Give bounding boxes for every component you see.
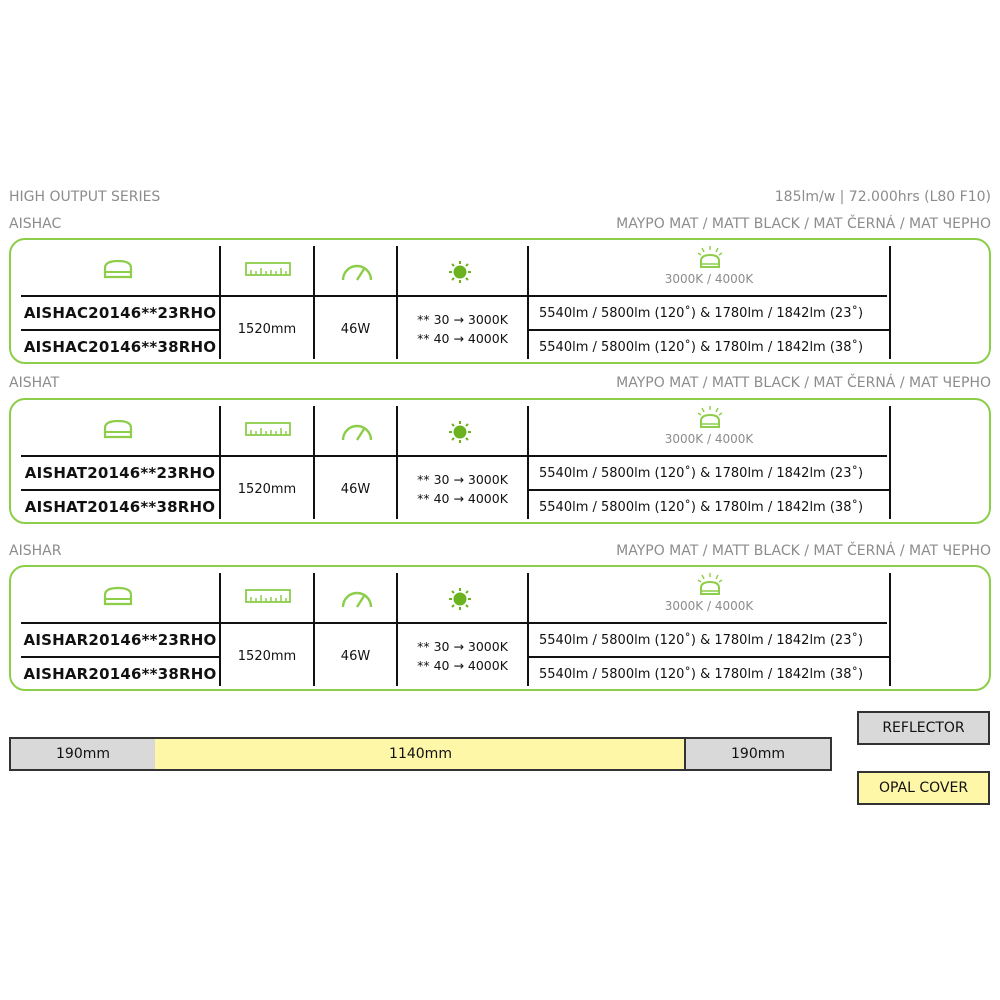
lamp-light-icon bbox=[697, 573, 723, 595]
lumen-output: 5540lm / 5800lm (120˚) & 1780lm / 1842lm… bbox=[539, 666, 864, 682]
family-name: AISHAT bbox=[9, 375, 60, 391]
dimension-middle: 1140mm bbox=[155, 737, 686, 771]
ruler-icon bbox=[245, 262, 291, 276]
sun-icon bbox=[449, 261, 471, 283]
legend-reflector: REFLECTOR bbox=[857, 711, 990, 745]
length-value: 1520mm bbox=[237, 481, 297, 497]
cct-option: ** 30 → 3000K bbox=[417, 639, 508, 654]
efficiency-specs: 185lm/w | 72.000hrs (L80 F10) bbox=[774, 189, 991, 205]
lumen-output: 5540lm / 5800lm (120˚) & 1780lm / 1842lm… bbox=[539, 632, 864, 648]
spec-card: 3000K / 4000K AISHAC20146**23RHO AISHAC2… bbox=[9, 238, 991, 364]
family-finish: MAYPO MAT / MATT BLACK / MAT ČERNÁ / MAT… bbox=[616, 216, 991, 232]
lumen-output: 5540lm / 5800lm (120˚) & 1780lm / 1842lm… bbox=[539, 499, 864, 515]
product-code: AISHAT20146**23RHO bbox=[24, 464, 216, 482]
product-code: AISHAT20146**38RHO bbox=[24, 498, 216, 516]
cct-values: ** 30 → 3000K ** 40 → 4000K bbox=[398, 297, 527, 361]
cct-option: ** 30 → 3000K bbox=[417, 312, 508, 327]
lumen-output: 5540lm / 5800lm (120˚) & 1780lm / 1842lm… bbox=[539, 339, 864, 355]
product-code: AISHAC20146**38RHO bbox=[23, 338, 217, 356]
legend-opal-cover: OPAL COVER bbox=[857, 771, 990, 805]
cct-values: ** 30 → 3000K ** 40 → 4000K bbox=[398, 624, 527, 688]
cct-option: ** 40 → 4000K bbox=[417, 331, 508, 346]
cct-option: ** 40 → 4000K bbox=[417, 491, 508, 506]
lumen-output: 5540lm / 5800lm (120˚) & 1780lm / 1842lm… bbox=[539, 465, 864, 481]
spec-card: 3000K / 4000K AISHAT20146**23RHO AISHAT2… bbox=[9, 398, 991, 524]
sun-icon bbox=[449, 421, 471, 443]
family-name: AISHAC bbox=[9, 216, 62, 232]
cct-options-label: 3000K / 4000K bbox=[664, 432, 754, 446]
lamp-light-icon bbox=[697, 406, 723, 428]
product-code: AISHAR20146**23RHO bbox=[23, 631, 217, 649]
series-title: HIGH OUTPUT SERIES bbox=[9, 189, 161, 205]
ruler-icon bbox=[245, 589, 291, 603]
length-value: 1520mm bbox=[237, 648, 297, 664]
family-finish: MAYPO MAT / MATT BLACK / MAT ČERNÁ / MAT… bbox=[616, 543, 991, 559]
power-value: 46W bbox=[340, 648, 371, 664]
dimension-left: 190mm bbox=[9, 737, 157, 771]
product-code: AISHAC20146**23RHO bbox=[23, 304, 217, 322]
gauge-icon bbox=[341, 424, 373, 441]
family-finish: MAYPO MAT / MATT BLACK / MAT ČERNÁ / MAT… bbox=[616, 375, 991, 391]
lumen-output: 5540lm / 5800lm (120˚) & 1780lm / 1842lm… bbox=[539, 305, 864, 321]
luminaire-icon bbox=[103, 419, 133, 439]
product-code: AISHAR20146**38RHO bbox=[23, 665, 217, 683]
lamp-light-icon bbox=[697, 246, 723, 268]
ruler-icon bbox=[245, 422, 291, 436]
spec-card: 3000K / 4000K AISHAR20146**23RHO AISHAR2… bbox=[9, 565, 991, 691]
gauge-icon bbox=[341, 264, 373, 281]
luminaire-icon bbox=[103, 586, 133, 606]
cct-option: ** 30 → 3000K bbox=[417, 472, 508, 487]
cct-values: ** 30 → 3000K ** 40 → 4000K bbox=[398, 457, 527, 521]
gauge-icon bbox=[341, 591, 373, 608]
luminaire-icon bbox=[103, 259, 133, 279]
power-value: 46W bbox=[340, 481, 371, 497]
length-value: 1520mm bbox=[237, 321, 297, 337]
cct-options-label: 3000K / 4000K bbox=[664, 599, 754, 613]
power-value: 46W bbox=[340, 321, 371, 337]
dimension-right: 190mm bbox=[684, 737, 832, 771]
family-name: AISHAR bbox=[9, 543, 62, 559]
cct-options-label: 3000K / 4000K bbox=[664, 272, 754, 286]
sun-icon bbox=[449, 588, 471, 610]
cct-option: ** 40 → 4000K bbox=[417, 658, 508, 673]
